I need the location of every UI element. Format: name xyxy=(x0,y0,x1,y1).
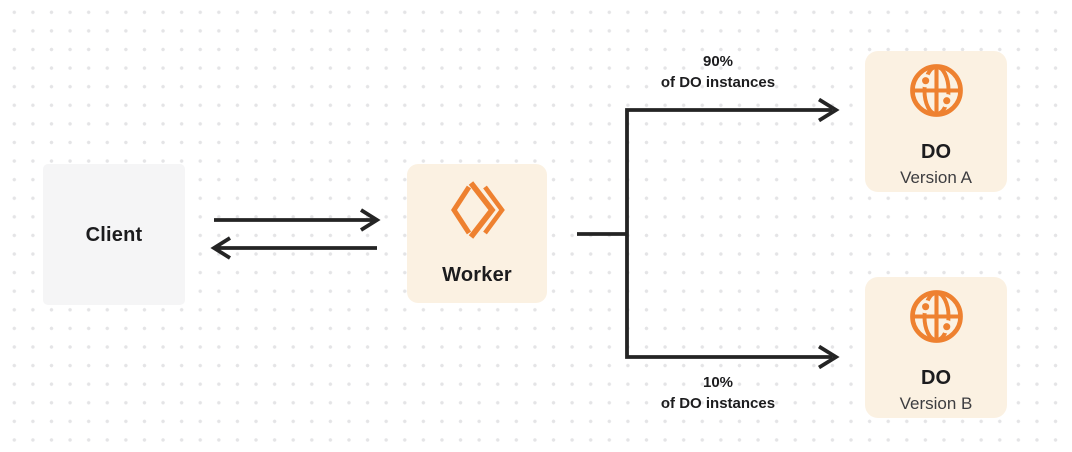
do-a-subtitle: Version A xyxy=(900,168,972,187)
worker-node: Worker xyxy=(407,164,547,303)
branch-a-arrowhead xyxy=(818,97,840,123)
durable-object-globe-icon xyxy=(909,290,963,343)
do-b-title: DO xyxy=(921,367,951,389)
branch-a-caption: of DO instances xyxy=(660,74,776,91)
do-a-title: DO xyxy=(921,141,951,163)
cloudflare-workers-icon xyxy=(451,181,505,239)
branch-b-traffic-label: 10% of DO instances xyxy=(608,372,828,414)
do-version-a-node: DO Version A xyxy=(865,51,1007,192)
do-b-subtitle: Version B xyxy=(899,394,973,413)
client-label: Client xyxy=(85,223,143,246)
branch-a-traffic-label: 90% of DO instances xyxy=(608,51,828,93)
branch-b-percent: 10% xyxy=(702,374,734,391)
do-version-b-node: DO Version B xyxy=(865,277,1007,418)
client-to-worker-arrow xyxy=(214,208,381,232)
worker-to-client-arrow xyxy=(210,236,377,260)
durable-object-globe-icon xyxy=(909,64,963,117)
branch-b-caption: of DO instances xyxy=(660,395,776,412)
worker-label: Worker xyxy=(442,264,512,286)
branch-fork-line xyxy=(625,108,832,359)
client-node: Client xyxy=(43,164,185,305)
branch-b-arrowhead xyxy=(818,344,840,370)
branch-a-percent: 90% xyxy=(702,53,734,70)
